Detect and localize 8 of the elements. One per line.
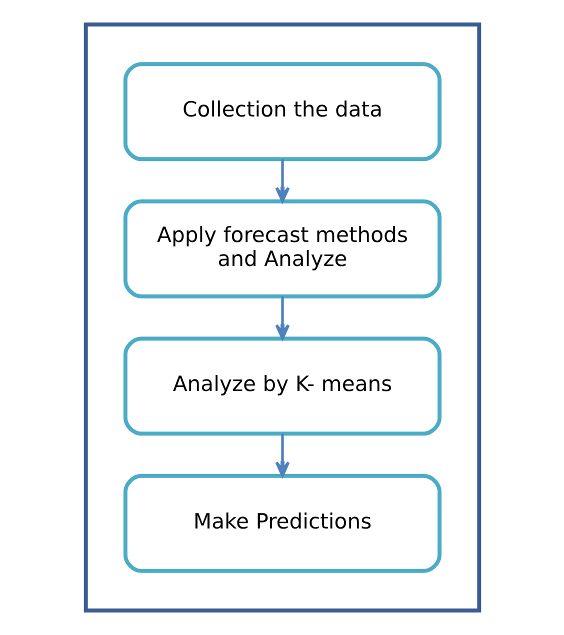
node-box: Collection the data [122,62,442,162]
arrow [274,159,290,202]
arrow [274,434,290,477]
node-box: Apply forecast methods and Analyze [122,199,442,298]
cluster [83,22,481,612]
arrow [274,296,290,340]
node-box: Analyze by K- means [122,336,442,436]
node-box: Make Predictions [122,474,442,573]
